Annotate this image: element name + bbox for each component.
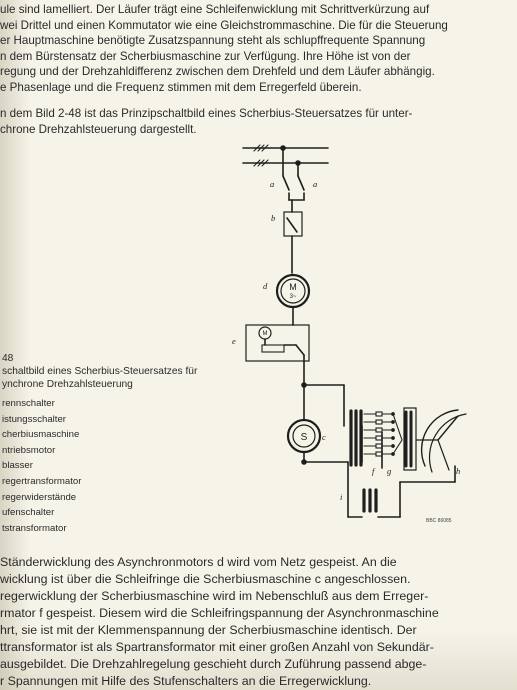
label-f: f (372, 466, 376, 476)
intro-paragraph: n dem Bild 2-48 ist das Prinzipschaltbil… (0, 106, 517, 137)
text-line: ttransformator ist als Spartransformator… (0, 640, 434, 654)
text-line: regerwicklung der Scherbiusmaschine wird… (0, 589, 429, 603)
network-busbars (242, 144, 329, 167)
figure-caption: 48 schaltbild eines Scherbius-Steuersatz… (2, 352, 197, 391)
top-paragraph: ule sind lamelliert. Der Läufer trägt ei… (0, 2, 517, 96)
caption-line: ynchrone Drehzahlsteuerung (2, 379, 133, 390)
text-line: wei Drittel und einen Kommutator wie ein… (0, 18, 448, 32)
legend-item: ufenschalter (2, 507, 55, 519)
legend-item: blasser (2, 460, 33, 472)
legend-item: regerwiderstände (2, 491, 77, 503)
circuit-breaker (283, 199, 303, 274)
slip-ring-box (245, 324, 310, 362)
text-line: er Hauptmaschine benötigte Zusatzspannun… (0, 34, 426, 48)
legend-item: ntriebsmotor (2, 444, 56, 456)
text-line: wicklung ist über die Schleifringe die S… (0, 572, 411, 586)
text-line: n dem Bürstensatz der Scherbiusmaschine … (0, 49, 411, 63)
caption-line: schaltbild eines Scherbius-Steuersatzes … (2, 366, 198, 377)
label-d: d (263, 281, 268, 291)
motor-d (275, 273, 311, 326)
text-line: chrone Drehzahlsteuerung dargestellt. (0, 122, 197, 136)
label-a: a (270, 179, 274, 189)
exciter-resistors (363, 411, 403, 457)
label-e: e (232, 336, 236, 346)
machine-symbol-s: S (301, 432, 308, 443)
blower-symbol-m: M (263, 331, 268, 337)
text-line: r Spannungen mit Hilfe des Stufenschalte… (0, 674, 372, 688)
text-line: ausgebildet. Die Drehzahlregelung geschi… (0, 657, 427, 671)
page-gutter-shadow (0, 0, 30, 690)
autotransformer (362, 488, 378, 513)
text-line: regung und der Drehzahldifferenz zwische… (0, 65, 435, 79)
label-b: b (271, 213, 275, 223)
text-line: ule sind lamelliert. Der Läufer trägt ei… (0, 3, 430, 16)
text-line: rmator f gespeist. Diesem wird die Schle… (0, 606, 439, 620)
figure-reference: BBC 86085 (426, 518, 452, 524)
figure-legend: rennschalter istungsschalter cherbiusmas… (2, 396, 81, 536)
bottom-paragraph: Ständerwicklung des Asynchronmotors d wi… (0, 554, 517, 690)
label-h: h (456, 466, 460, 476)
caption-line: 48 (2, 353, 14, 364)
label-g: g (387, 466, 391, 476)
step-switch (403, 407, 467, 473)
exciter-transformer (349, 409, 363, 467)
text-line: n dem Bild 2-48 ist das Prinzipschaltbil… (0, 107, 413, 120)
text-line: Ständerwicklung des Asynchronmotors d wi… (0, 555, 397, 569)
text-line: e Phasenlage und die Frequenz stimmen mi… (0, 80, 362, 94)
legend-item: cherbiusmaschine (2, 429, 80, 441)
disconnector-switch (282, 147, 305, 201)
label-i: i (340, 492, 343, 502)
legend-item: rennschalter (2, 398, 55, 409)
text-line: hrt, sie ist mit der Klemmenspannung der… (0, 623, 417, 637)
label-c: c (322, 432, 326, 442)
label-a: a (313, 179, 317, 189)
scherbius-machine-c (286, 418, 322, 454)
legend-item: istungsschalter (2, 413, 66, 425)
page-bottom-shadow (0, 630, 517, 690)
legend-item: tstransformator (2, 522, 67, 534)
legend-item: regertransformator (2, 475, 82, 487)
